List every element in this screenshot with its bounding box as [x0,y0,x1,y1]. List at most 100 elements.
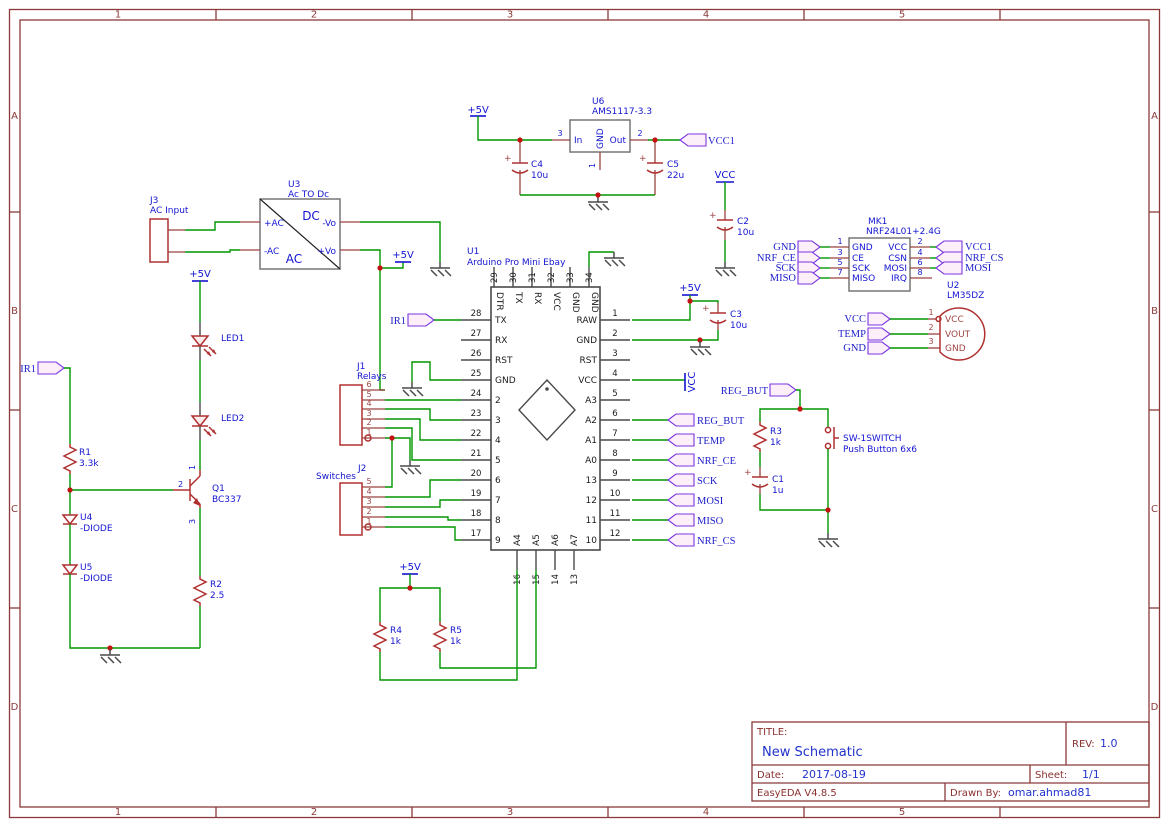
wire[interactable] [411,361,461,382]
net-flag-nrf-ce[interactable]: NRF_CE [667,453,736,467]
pin-number: 3 [612,349,617,359]
regulator-u6[interactable]: U6 AMS1117-3.3 3 2 1 In Out GND [552,97,652,170]
cap-c3[interactable]: C3 10u [701,303,747,331]
net-flag-ir1[interactable]: IR1 [390,313,435,327]
ground-symbol[interactable] [429,261,452,277]
wire[interactable] [439,570,537,669]
switch-sw1[interactable]: SW-1SWITCH Push Button 6x6 [824,426,917,455]
value: Switches [316,472,356,482]
frame-col-label: 3 [507,807,513,818]
wire[interactable] [379,587,441,622]
wire[interactable] [588,251,614,267]
wire[interactable] [379,570,518,681]
frame-col-label: 1 [115,807,121,818]
connector-j2[interactable]: J2 Switches 5 4 3 2 1 [316,464,385,536]
resistor-r3[interactable]: R3 1k [752,422,782,452]
pin-number: 5 [837,258,842,267]
wire[interactable] [690,300,719,303]
net-flag-reg-but[interactable]: REG_BUT [721,383,797,397]
pin-name: TX [513,291,523,304]
wire[interactable] [796,389,801,409]
ground-symbol[interactable] [99,648,122,664]
wire[interactable] [477,116,552,141]
wire[interactable] [632,301,691,321]
wire[interactable] [759,408,800,422]
net-flag-miso[interactable]: MISO [667,513,724,527]
net-flag-mosi[interactable]: MOSI [667,493,724,507]
power-flag-5v[interactable]: +5V [399,562,421,575]
wire[interactable] [64,367,71,444]
power-flag-vcc[interactable]: VCC [684,372,698,393]
connector-j1[interactable]: J1 Relays 6 5 4 3 2 1 [339,362,387,446]
net-flag-reg-but[interactable]: REG_BUT [667,413,745,427]
wire[interactable] [385,418,461,441]
resistor-r5[interactable]: R5 1k [432,622,462,652]
wire[interactable] [800,408,829,427]
wire[interactable] [380,262,404,269]
pin-number: 11 [610,509,621,519]
wire[interactable] [360,221,441,262]
net-flag-vcc1[interactable]: VCC1 [935,240,992,254]
resistor-r4[interactable]: R4 1k [372,622,402,652]
wire[interactable] [385,526,461,541]
power-flag-5v[interactable]: +5V [679,283,701,296]
diode-u4[interactable]: U4 -DIODE [62,513,113,534]
pin-number: 1 [928,308,933,317]
net-flag-gnd[interactable]: GND [843,341,891,355]
sensor-u2[interactable]: U2 LM35DZ 1 2 3 VCC VOUT GND [928,281,986,361]
pin-name: +AC [264,219,284,229]
wire[interactable] [385,479,461,498]
net-flag-sck[interactable]: SCK [667,473,718,487]
wire[interactable] [385,516,461,521]
power-flag-5v[interactable]: +5V [189,269,211,282]
diode-u5[interactable]: U5 -DIODE [62,563,113,584]
acdc-module-u3[interactable]: U3 Ac TO Dc +AC -AC -Vo +Vo DC AC [240,180,360,270]
transistor-q1[interactable]: 1 2 3 Q1 BC337 [173,465,241,524]
ground-symbol[interactable] [399,459,422,475]
wire[interactable] [385,438,393,488]
wire[interactable] [700,330,719,341]
net-flag-temp[interactable]: TEMP [838,327,891,341]
ref: U4 [80,513,93,523]
net-flag-mosi[interactable]: MOSI [935,261,992,275]
resistor-r1[interactable]: R1 3.3k [62,444,99,474]
ground-symbol[interactable] [401,381,424,397]
wire[interactable] [385,427,461,461]
wire[interactable] [385,499,461,508]
power-flag-5v[interactable]: +5V [467,105,489,117]
net-flag-gnd[interactable]: GND [773,240,821,254]
power-flag-5v[interactable]: +5V [392,250,414,263]
cap-c1[interactable]: C1 1u [743,467,784,496]
wire[interactable] [185,221,240,231]
wire[interactable] [69,574,200,649]
value: 1k [390,637,402,647]
ground-symbol[interactable] [587,195,610,211]
led-led1[interactable]: LED1 [191,334,244,357]
ground-symbol[interactable] [817,532,840,548]
net-flag-vcc[interactable]: VCC [844,312,891,326]
net-flag-ir1[interactable]: IR1 [20,361,65,375]
ground-symbol[interactable] [603,251,626,267]
wire[interactable] [385,408,461,421]
net-flag-nrf-cs[interactable]: NRF_CS [667,533,736,547]
connector-j3[interactable]: J3 AC Input [149,196,189,263]
net-flag-vcc1[interactable]: VCC1 [679,133,735,147]
wire[interactable] [385,437,411,460]
cap-c5[interactable]: C5 22u [638,140,684,195]
ground-symbol[interactable] [689,340,712,356]
wire[interactable] [360,249,381,268]
led-led2[interactable]: LED2 [191,414,244,437]
cap-c2[interactable]: C2 10u [708,210,754,240]
net-flag-miso[interactable]: MISO [770,271,821,285]
power-flag-vcc[interactable]: VCC [715,170,736,183]
cap-c4[interactable]: C4 10u [503,140,548,195]
pin-number: 3 [837,248,842,257]
wire[interactable] [185,249,240,253]
resistor-r2[interactable]: R2 2.5 [192,576,224,606]
ground-symbol[interactable] [714,261,737,277]
wire[interactable] [759,494,828,511]
net-flag-temp[interactable]: TEMP [667,433,725,447]
